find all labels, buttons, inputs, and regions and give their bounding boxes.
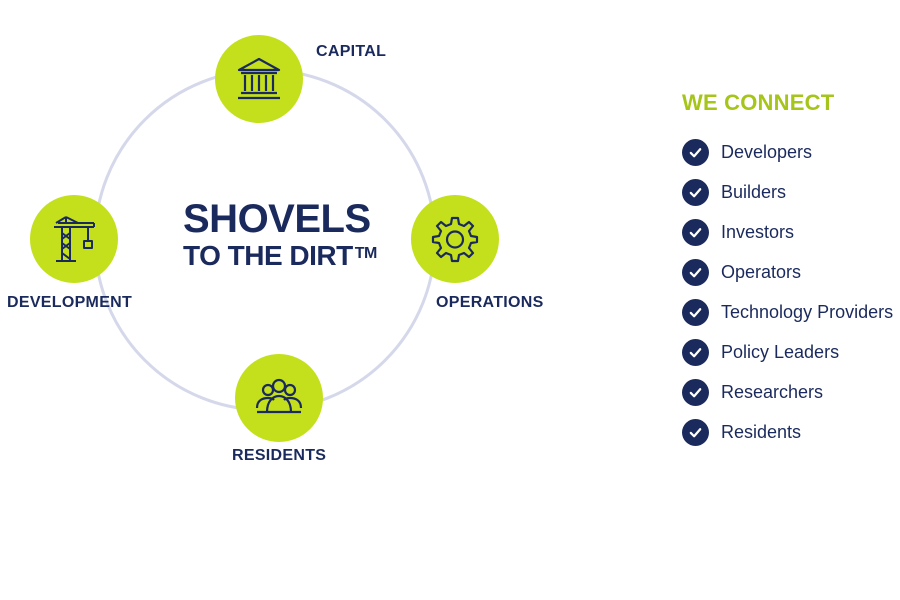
title-line-2-text: TO THE DIRT bbox=[183, 240, 353, 271]
operations-node bbox=[411, 195, 499, 283]
cycle-diagram: CAPITAL DEVELOPMENT OPERATION bbox=[7, 35, 544, 464]
list-item-label: Developers bbox=[721, 141, 813, 162]
gear-icon bbox=[431, 216, 479, 263]
list-item-label: Researchers bbox=[721, 381, 824, 402]
checkmark-circle-icon bbox=[682, 218, 709, 246]
list-item-label: Operators bbox=[721, 261, 802, 282]
construction-crane-icon bbox=[54, 216, 95, 262]
list-item-label: Technology Providers bbox=[721, 301, 894, 322]
list-item-label: Investors bbox=[721, 221, 795, 242]
we-connect-panel: WE CONNECT Developers Builders Investors… bbox=[682, 90, 897, 458]
list-item: Investors bbox=[682, 218, 897, 246]
list-item-label: Builders bbox=[721, 181, 787, 202]
list-item-label: Residents bbox=[721, 421, 802, 442]
title-line-1: SHOVELS bbox=[183, 197, 371, 241]
capital-node bbox=[215, 35, 303, 123]
development-node bbox=[30, 195, 118, 283]
checkmark-circle-icon bbox=[682, 298, 709, 326]
checkmark-circle-icon bbox=[682, 378, 709, 406]
list-item: Operators bbox=[682, 258, 897, 286]
list-item-label: Policy Leaders bbox=[721, 341, 840, 362]
residents-label: RESIDENTS bbox=[232, 447, 327, 464]
residents-node bbox=[235, 354, 323, 442]
checkmark-circle-icon bbox=[682, 178, 709, 206]
development-label: DEVELOPMENT bbox=[7, 294, 133, 311]
list-item: Technology Providers bbox=[682, 298, 897, 326]
bank-building-icon bbox=[237, 57, 281, 100]
connect-list: Developers Builders Investors Operators … bbox=[682, 138, 897, 446]
list-item: Builders bbox=[682, 178, 897, 206]
list-item: Policy Leaders bbox=[682, 338, 897, 366]
checkmark-circle-icon bbox=[682, 418, 709, 446]
people-group-icon bbox=[255, 378, 303, 414]
trademark-mark: TM bbox=[354, 245, 378, 262]
list-item: Residents bbox=[682, 418, 897, 446]
checkmark-circle-icon bbox=[682, 258, 709, 286]
capital-label: CAPITAL bbox=[316, 43, 387, 60]
checkmark-circle-icon bbox=[682, 338, 709, 366]
we-connect-heading: WE CONNECT bbox=[682, 90, 835, 115]
checkmark-circle-icon bbox=[682, 138, 709, 166]
operations-label: OPERATIONS bbox=[436, 294, 544, 311]
list-item: Researchers bbox=[682, 378, 897, 406]
list-item: Developers bbox=[682, 138, 897, 166]
